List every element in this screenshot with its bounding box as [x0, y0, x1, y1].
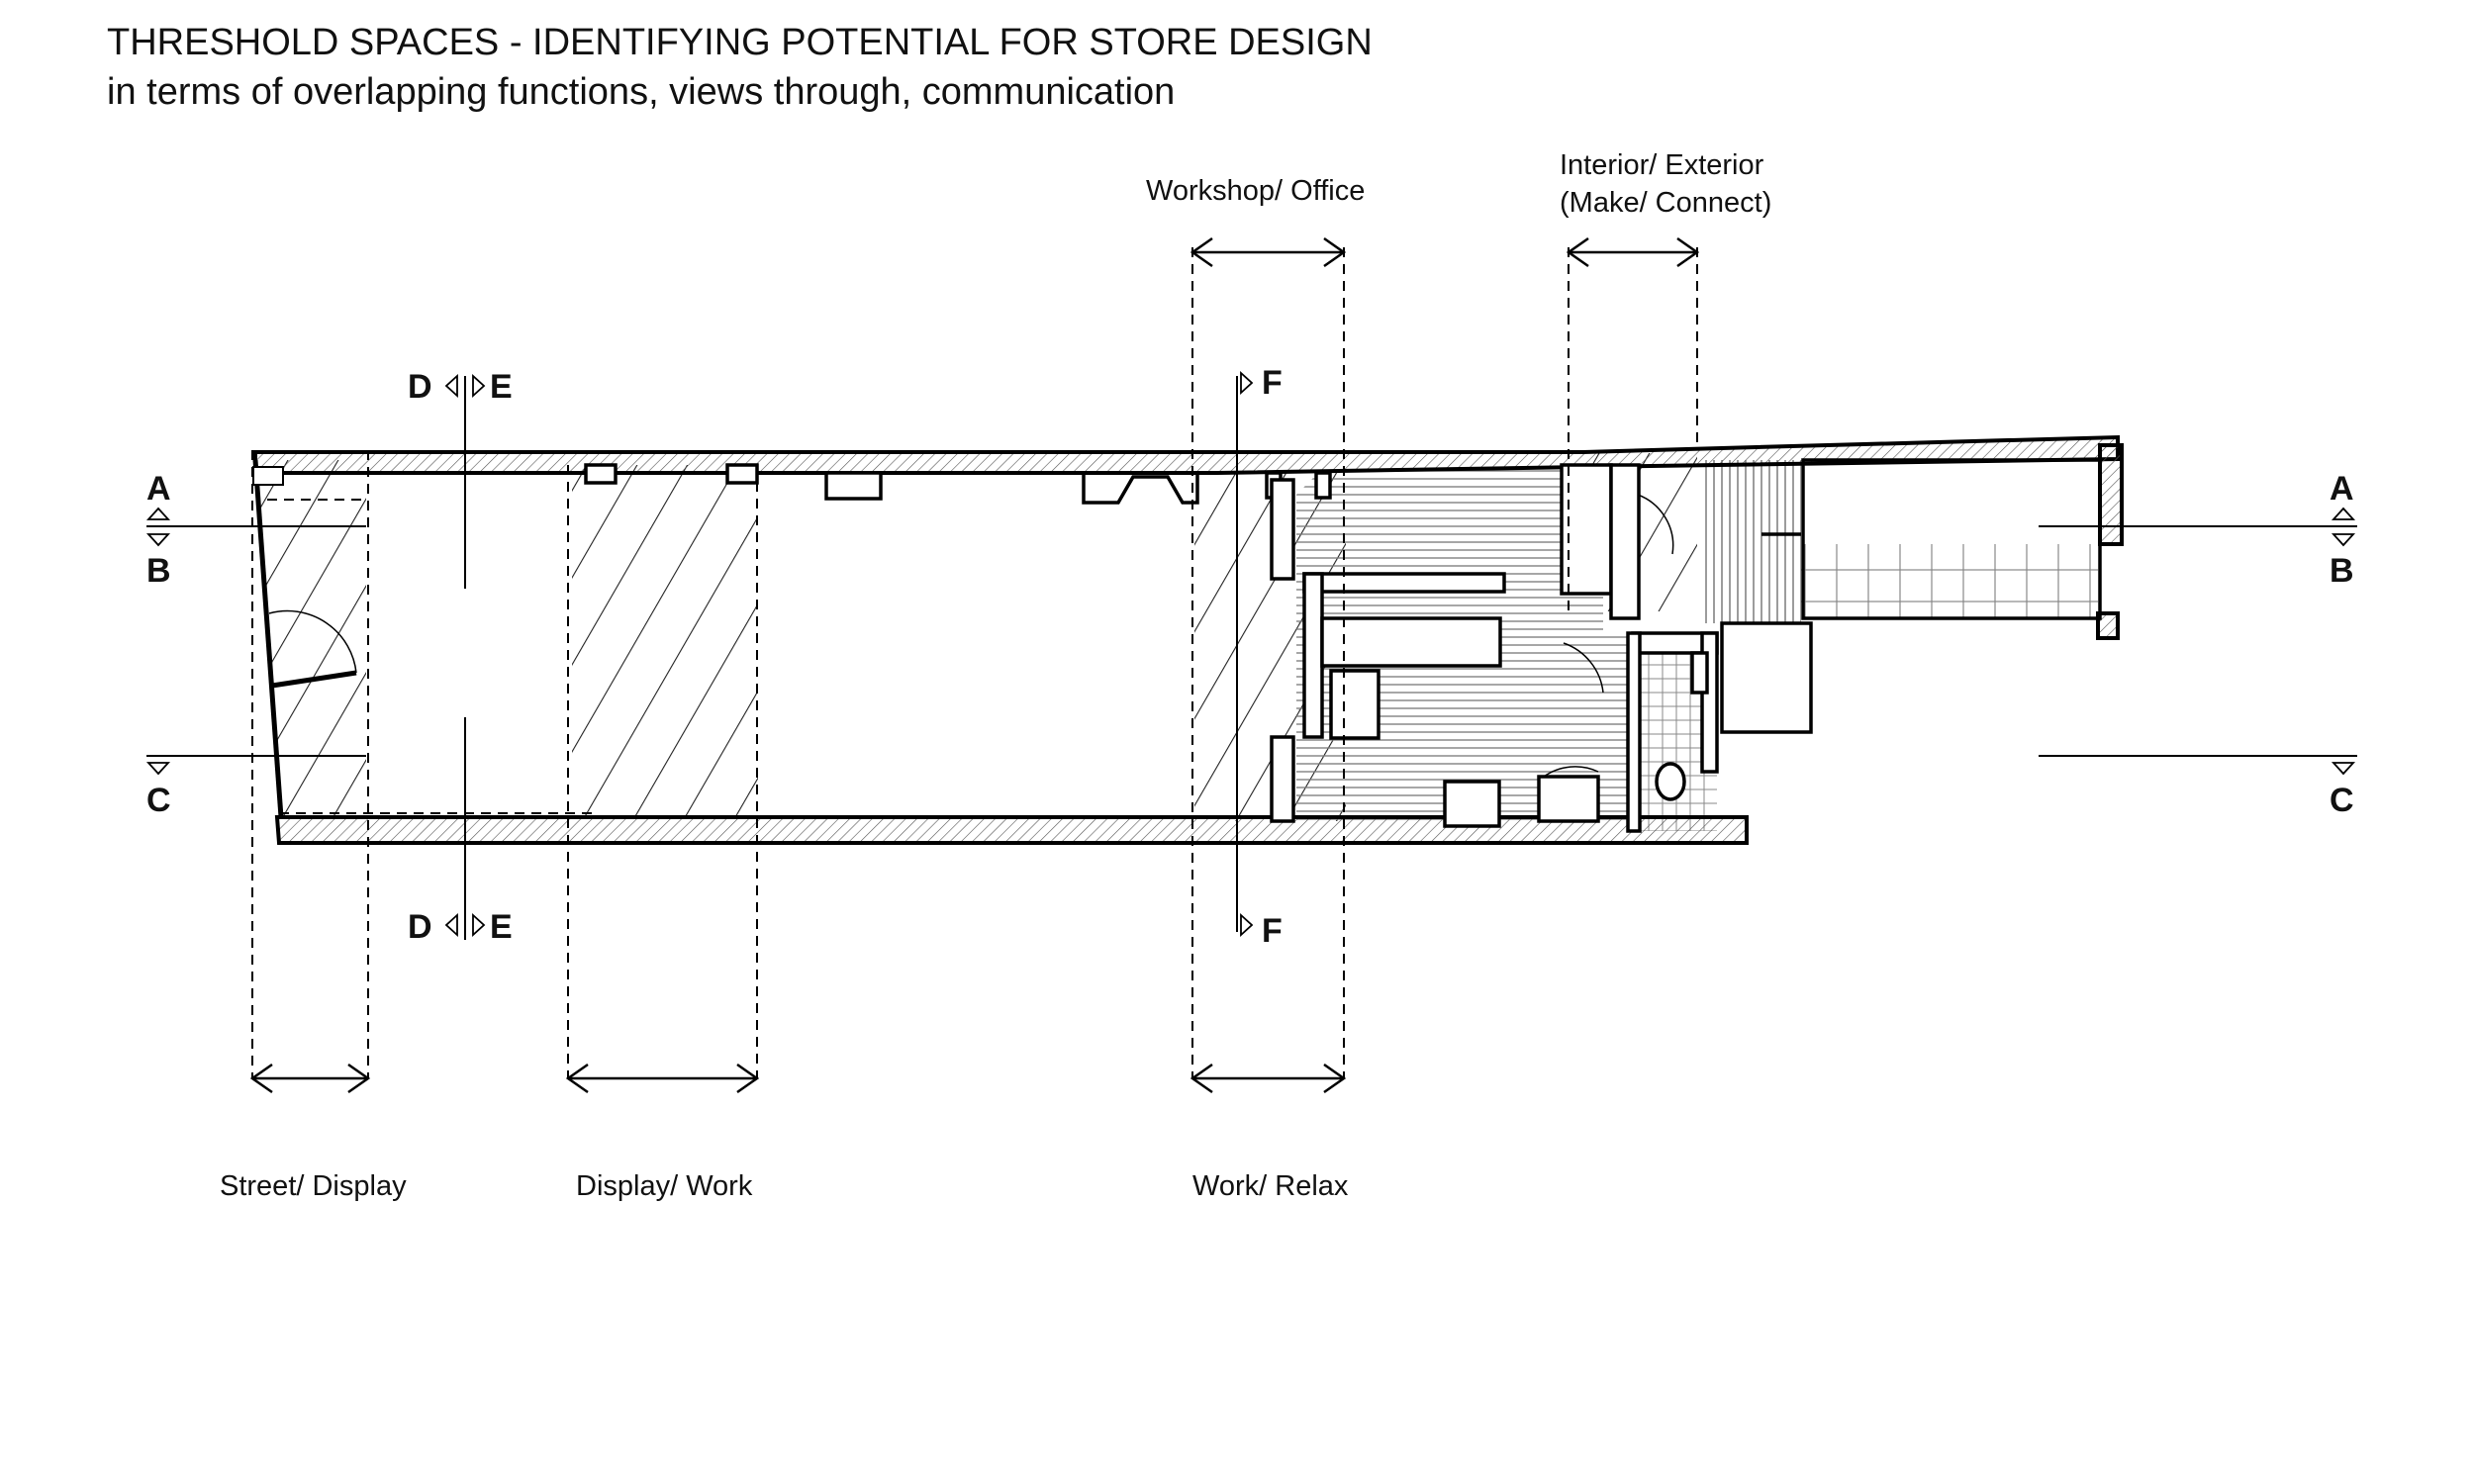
section-label-a-right: A — [2330, 470, 2354, 508]
section-label-d-bottom: D — [408, 908, 432, 946]
rear-terrace-tiles — [1801, 544, 2098, 618]
zone-label-make-connect: (Make/ Connect) — [1560, 187, 1771, 219]
building-walls — [253, 434, 2124, 845]
stair-treads — [1702, 460, 1801, 623]
threshold-zone-display-work — [572, 465, 758, 817]
section-label-e-top: E — [490, 368, 513, 406]
section-label-f-bottom: F — [1262, 912, 1283, 950]
zone-label-display-work: Display/ Work — [576, 1170, 753, 1202]
section-marker-triangles — [145, 370, 2356, 938]
diagram-subtitle: in terms of overlapping functions, views… — [107, 71, 1176, 113]
section-label-b-left: B — [146, 552, 171, 590]
diagram-title: THRESHOLD SPACES - IDENTIFYING POTENTIAL… — [107, 22, 1373, 63]
zone-label-work-relax: Work/ Relax — [1192, 1170, 1349, 1202]
section-lines — [146, 376, 2357, 940]
section-label-f-top: F — [1262, 364, 1283, 402]
storefront-wall — [252, 459, 357, 818]
section-label-d-top: D — [408, 368, 432, 406]
threshold-zone-street-display — [255, 460, 366, 817]
section-label-c-right: C — [2330, 782, 2354, 819]
kitchen-fittings — [1270, 458, 2102, 833]
zone-dashed-extents — [251, 247, 1698, 1078]
section-label-e-bottom: E — [490, 908, 513, 946]
dimension-arrows — [249, 236, 1700, 1094]
section-label-a-left: A — [146, 470, 171, 508]
zone-label-workshop-office: Workshop/ Office — [1146, 175, 1365, 207]
interior-door-swings — [1543, 494, 1674, 778]
zone-label-street-display: Street/ Display — [220, 1170, 407, 1202]
zone-label-interior-exterior: Interior/ Exterior — [1560, 149, 1764, 181]
section-label-c-left: C — [146, 782, 171, 819]
section-label-b-right: B — [2330, 552, 2354, 590]
